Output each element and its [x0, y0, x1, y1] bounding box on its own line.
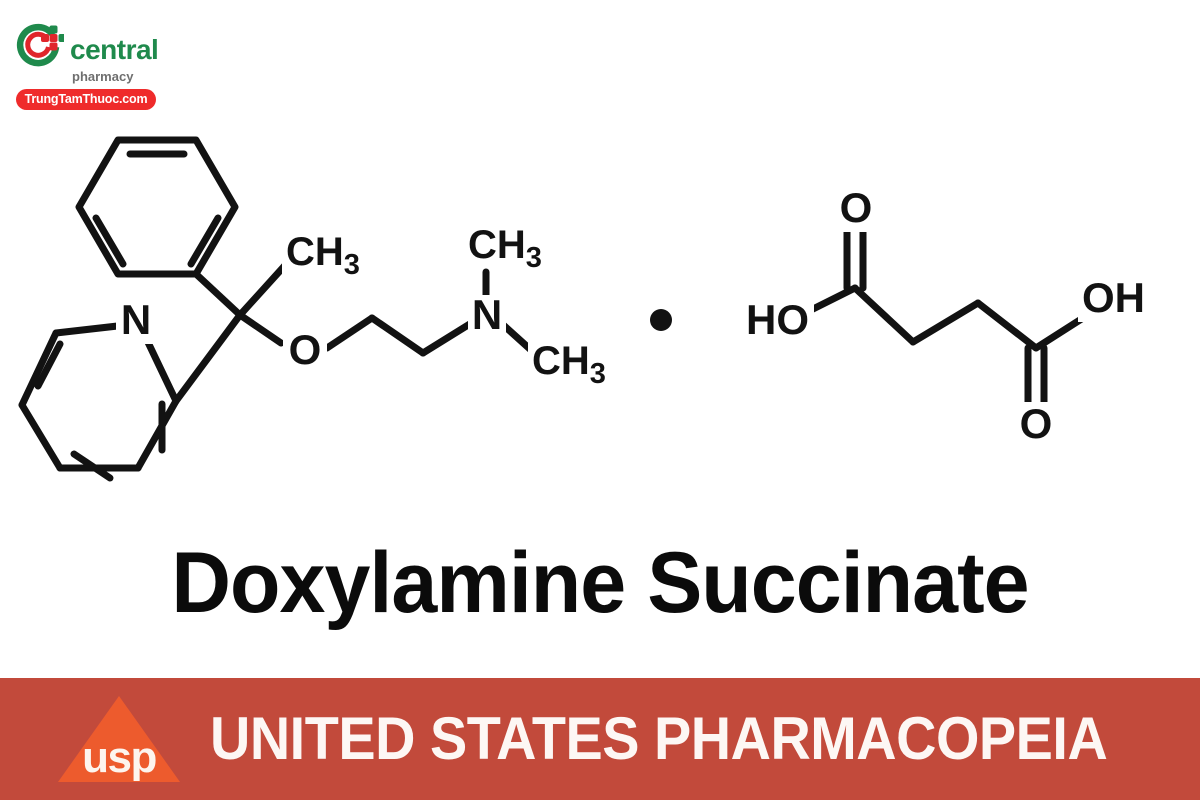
- compound-title: Doxylamine Succinate: [171, 535, 1029, 631]
- usp-banner-title: UNITED STATES PHARMACOPEIA: [210, 705, 1108, 772]
- pyridine-ring: [18, 320, 180, 482]
- brand-subwordmark: pharmacy: [72, 69, 134, 84]
- usp-triangle-icon: [58, 696, 180, 782]
- usp-logo-label: usp: [82, 733, 157, 782]
- salt-separator-dot: [650, 309, 672, 331]
- atom-label-pyridine-nitrogen: N: [121, 296, 151, 343]
- atom-label-succinate-carbonyl-top: O: [840, 184, 873, 231]
- brand-wordmark: central: [70, 34, 159, 65]
- chemical-structure-figure: N CH3 O N CH3 CH3 O HO OH: [0, 110, 1200, 530]
- atom-label-succinate-hydroxyl-left: HO: [746, 296, 809, 343]
- usp-logo: usp: [58, 696, 180, 782]
- site-url-badge[interactable]: TrungTamThuoc.com: [16, 89, 156, 110]
- atom-label-succinate-carbonyl-bottom: O: [1020, 400, 1053, 447]
- phenyl-ring: [75, 136, 239, 278]
- usp-banner: usp UNITED STATES PHARMACOPEIA: [0, 678, 1200, 800]
- central-pharmacy-cross-icon: [12, 22, 67, 74]
- atom-label-amine-nitrogen: N: [472, 291, 502, 338]
- atom-label-ether-oxygen: O: [289, 326, 322, 373]
- succinic-acid-skeleton: [801, 224, 1087, 412]
- brand-logo[interactable]: central pharmacy TrungTamThuoc.com: [8, 16, 168, 110]
- atom-label-succinate-hydroxyl-right: OH: [1082, 274, 1145, 321]
- site-url-label: TrungTamThuoc.com: [24, 92, 148, 107]
